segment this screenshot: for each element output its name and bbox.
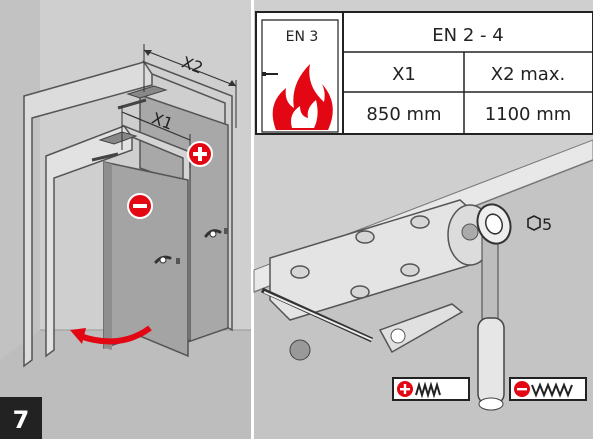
- value-x1: 850 mm: [366, 104, 441, 125]
- class-label: EN 3: [286, 29, 319, 45]
- col-header-x2: X2 max.: [491, 64, 565, 85]
- hex-icon: [527, 215, 541, 231]
- step-number: 7: [13, 406, 30, 434]
- rotate-arrow-icon: [79, 325, 152, 345]
- plus-icon: [187, 141, 213, 167]
- col-header-x1: X1: [392, 64, 416, 85]
- hex-size-label: 5: [542, 215, 552, 234]
- fire-icon: [272, 64, 333, 130]
- door-illustration: X2 X1 7: [0, 0, 251, 439]
- step-badge: [0, 397, 42, 439]
- range-header: EN 2 - 4: [432, 25, 503, 46]
- spring-strong-icon: [509, 377, 587, 401]
- spec-table: EN 3 EN 2 - 4 X1 X2 max. 850 mm 1100 mm: [255, 11, 593, 135]
- value-x2: 1100 mm: [485, 104, 572, 125]
- minus-icon: [127, 193, 153, 219]
- spring-weak-icon: [392, 377, 470, 401]
